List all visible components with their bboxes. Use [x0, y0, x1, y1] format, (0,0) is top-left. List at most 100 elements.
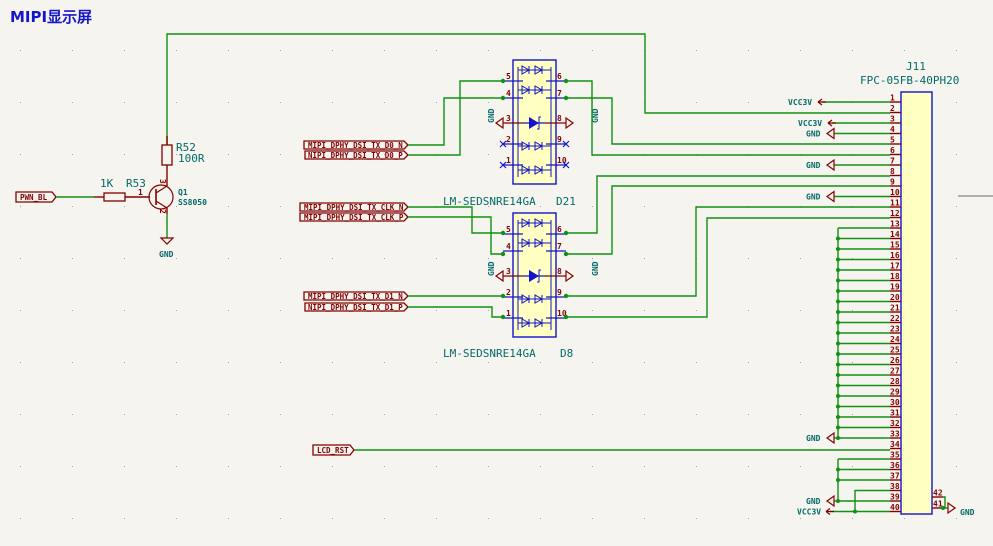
svg-text:GND: GND [806, 130, 821, 139]
svg-text:VCC3V: VCC3V [788, 98, 812, 107]
label-lcd-rst[interactable] [312, 444, 355, 456]
svg-text:GND: GND [591, 108, 600, 123]
vcc-symbol [827, 119, 836, 127]
label-clk-p[interactable] [299, 212, 409, 222]
vcc-symbol [817, 98, 826, 106]
svg-text:GND: GND [806, 161, 821, 170]
no-connect-marker [499, 161, 507, 169]
transistor-q1[interactable] [148, 184, 174, 210]
label-clk-n[interactable] [299, 202, 409, 212]
pin-number: 38 [890, 482, 900, 491]
d21-value: LM-SEDSNRE14GA [443, 195, 536, 208]
svg-text:GND: GND [591, 261, 600, 276]
pin-number: 8 [557, 267, 562, 276]
pin-number: 7 [557, 89, 562, 98]
pin-number: 3 [506, 114, 511, 123]
pin-number: 21 [890, 304, 900, 313]
gnd-symbol [159, 237, 175, 245]
pin-number: 4 [890, 125, 895, 134]
pin-number: 8 [557, 114, 562, 123]
wire-backlight-k[interactable] [166, 33, 890, 145]
junction [563, 314, 569, 320]
gnd-symbol [825, 158, 835, 172]
connector-j11[interactable]: 1234567891011121314151617181920212223242… [890, 91, 943, 515]
pin-number: 32 [890, 419, 900, 428]
pin-number: 20 [890, 293, 900, 302]
j11-value: FPC-05FB-40PH20 [860, 74, 959, 87]
label-pwm-bl[interactable] [15, 191, 57, 203]
junction [563, 95, 569, 101]
svg-text:GND: GND [487, 261, 496, 276]
r52-value: 100R [178, 152, 205, 165]
gnd-symbol [825, 127, 835, 140]
pin-number: 31 [890, 409, 900, 418]
pin-number: 24 [890, 335, 900, 344]
gnd-symbol [825, 431, 835, 445]
gnd-symbol [565, 269, 575, 283]
junction [500, 293, 506, 299]
pin-number: 4 [506, 89, 511, 98]
pin-number: 40 [890, 503, 900, 512]
label-d1-p[interactable] [304, 302, 409, 312]
svg-text:VCC3V: VCC3V [797, 508, 821, 517]
junction [500, 251, 506, 257]
svg-text:42: 42 [933, 489, 943, 498]
pin-number: 10 [890, 188, 900, 197]
no-connect-marker [562, 140, 570, 148]
pin-number: 1 [506, 309, 511, 318]
d8-value: LM-SEDSNRE14GA [443, 347, 536, 360]
resistor-r53[interactable] [103, 192, 126, 202]
pin-number: 14 [890, 230, 900, 239]
svg-text:MIPI_DPHY_DSI_TX_CLK_P: MIPI_DPHY_DSI_TX_CLK_P [304, 213, 404, 222]
junction [500, 78, 506, 84]
pin-number: 25 [890, 346, 900, 355]
label-d0-n[interactable] [303, 140, 409, 150]
pin-number: 34 [890, 440, 900, 449]
pin-number: 16 [890, 251, 900, 260]
pin-number: 8 [890, 167, 895, 176]
svg-text:LCD_RST: LCD_RST [317, 446, 349, 455]
junction [500, 314, 506, 320]
pin-number: 2 [506, 288, 511, 297]
pin-number: 29 [890, 388, 900, 397]
pin-number: 13 [890, 220, 900, 229]
pin-number: 36 [890, 461, 900, 470]
j11-wiring [822, 101, 948, 514]
pin-number: 7 [890, 157, 895, 166]
svg-text:41: 41 [933, 500, 943, 509]
svg-text:Q1: Q1 [178, 188, 188, 197]
pin-number: 11 [890, 199, 900, 208]
gnd-symbol [825, 190, 835, 203]
resistor-r52[interactable] [161, 144, 173, 166]
svg-text:GND: GND [159, 250, 174, 259]
gnd-symbol [565, 116, 575, 130]
d8-ref: D8 [560, 347, 573, 360]
label-d1-n[interactable] [303, 291, 409, 301]
svg-text:NIPI_DPHY_DSI_TX_D1_P: NIPI_DPHY_DSI_TX_D1_P [308, 303, 403, 312]
sheet-title: MIPI显示屏 [10, 8, 93, 26]
svg-text:SS8050: SS8050 [178, 198, 207, 207]
pin-number: 1 [890, 94, 895, 103]
svg-text:2: 2 [158, 209, 167, 214]
svg-text:MIPI_DPHY_DSI_TX_D1_N: MIPI_DPHY_DSI_TX_D1_N [308, 292, 403, 301]
svg-text:3: 3 [158, 179, 167, 184]
svg-text:GND: GND [806, 434, 821, 443]
pin-number: 27 [890, 367, 900, 376]
svg-text:GND: GND [487, 108, 496, 123]
r53-ref: R53 [126, 177, 146, 190]
pin-number: 35 [890, 451, 900, 460]
gnd-symbol [494, 116, 504, 130]
label-d0-p[interactable] [304, 150, 409, 160]
svg-text:GND: GND [960, 508, 975, 517]
pin-number: 6 [557, 225, 562, 234]
label-pwm-bl-text: PWN_BL [20, 193, 48, 202]
pin-number: 2 [506, 135, 511, 144]
svg-text:GND: GND [806, 497, 821, 506]
junction [563, 78, 569, 84]
pin-number: 22 [890, 314, 900, 323]
gnd-symbol [494, 269, 504, 283]
